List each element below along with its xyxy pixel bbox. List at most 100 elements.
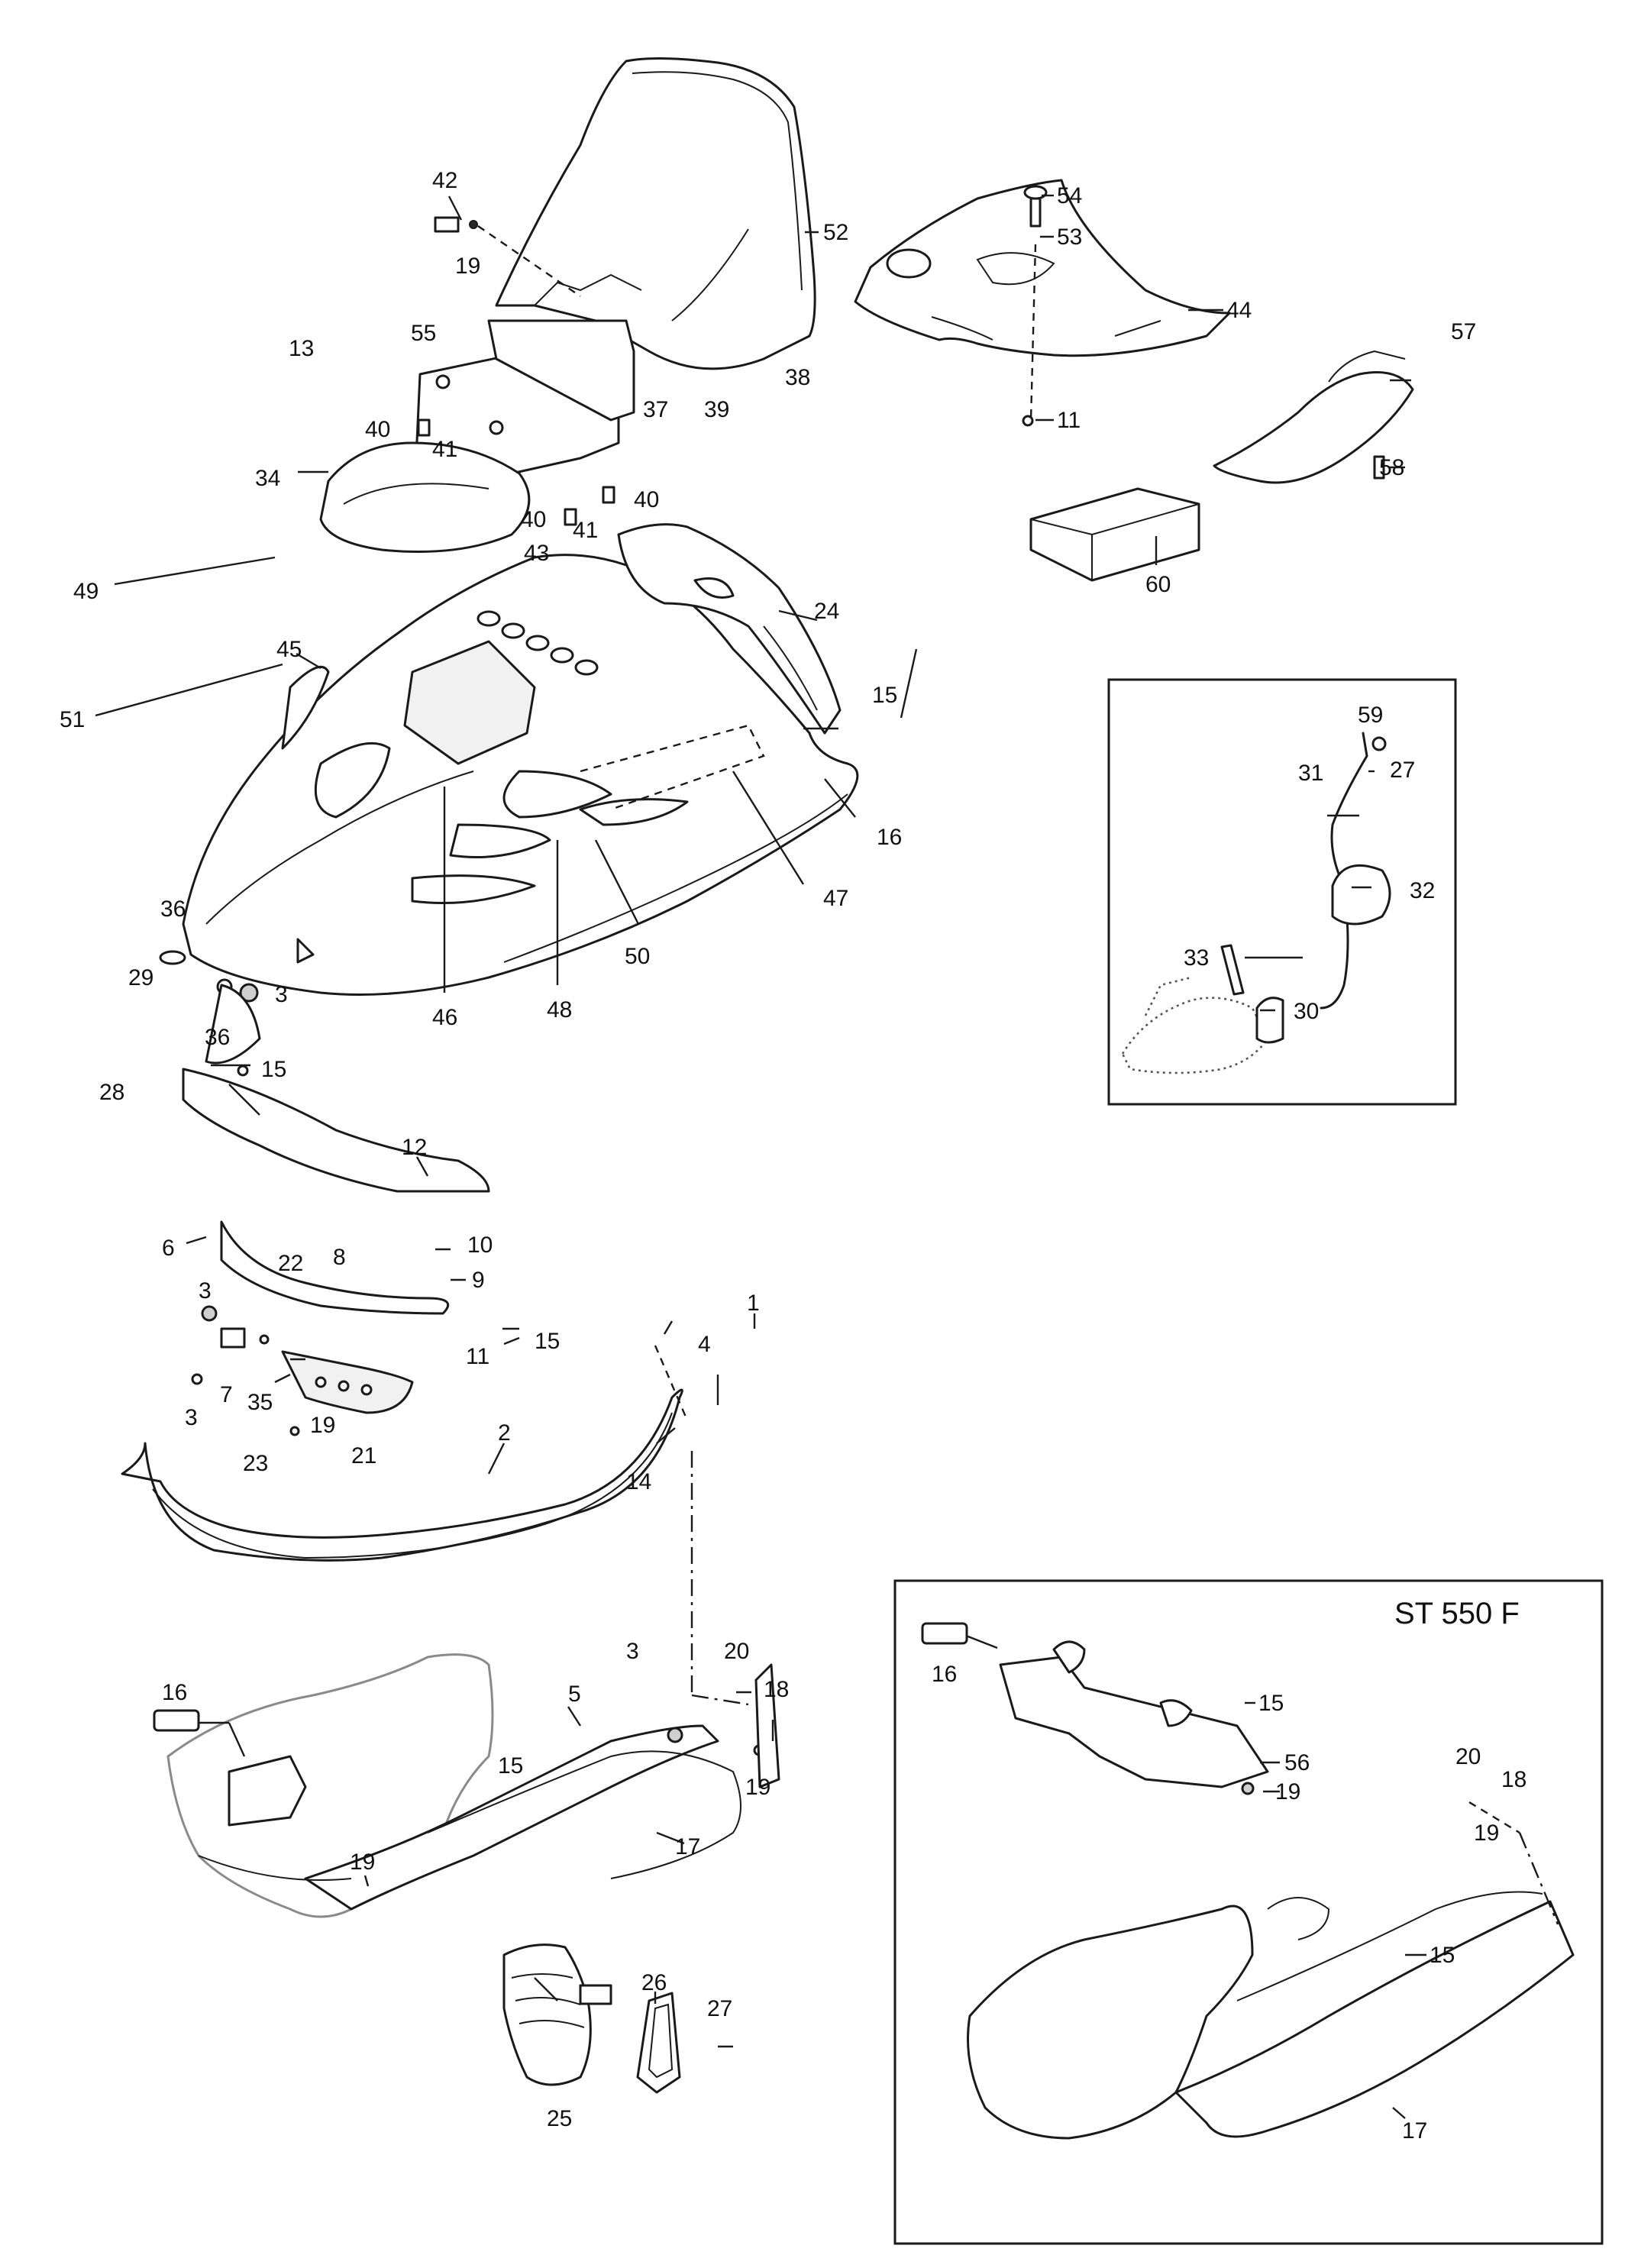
callout-37: 37 [643,397,668,422]
callout-28: 28 [99,1080,124,1105]
callout-19: 19 [455,254,480,279]
callout-30: 30 [1294,999,1319,1024]
callout-numbers: 42 19 52 54 53 44 13 55 37 39 38 11 57 5… [60,168,1526,2144]
inset-title: ST 550 F [1394,1597,1520,1630]
callout-11: 11 [466,1344,489,1369]
callout-18: 18 [1501,1767,1526,1792]
callout-11: 11 [1057,408,1081,433]
callout-13: 13 [289,336,314,361]
callout-6: 6 [162,1236,175,1261]
callout-40: 40 [521,507,546,532]
callout-4: 4 [698,1332,711,1357]
callout-45: 45 [276,637,302,662]
callout-48: 48 [547,997,572,1023]
callout-32: 32 [1410,878,1435,903]
callout-8: 8 [333,1245,346,1270]
callout-17: 17 [675,1834,700,1859]
bumper-rail [182,1068,490,1315]
callout-19: 19 [1474,1821,1499,1846]
callout-12: 12 [402,1135,427,1160]
callout-2: 2 [498,1420,511,1446]
callout-50: 50 [625,944,650,969]
callout-40: 40 [365,417,390,442]
callout-35: 35 [247,1390,273,1415]
callout-38: 38 [785,365,810,390]
callout-43: 43 [524,541,549,566]
callout-16: 16 [162,1680,187,1705]
callout-17: 17 [1402,2118,1427,2144]
callout-20: 20 [1455,1744,1481,1769]
leader-lines [95,194,1559,2119]
callout-19: 19 [1275,1779,1300,1804]
callout-52: 52 [823,220,848,245]
callout-36: 36 [160,897,186,922]
callout-56: 56 [1284,1750,1310,1775]
air-deflector [1213,350,1414,484]
callout-27: 27 [1390,758,1415,783]
callout-24: 24 [814,599,839,624]
callout-19: 19 [745,1775,771,1800]
callout-19: 19 [350,1850,375,1875]
callout-15: 15 [498,1753,523,1779]
callout-41: 41 [573,518,598,543]
fasteners [159,185,1385,1795]
callout-51: 51 [60,707,85,732]
decal-label-box [153,1709,200,1732]
callout-54: 54 [1057,183,1082,208]
callout-16: 16 [932,1662,957,1687]
belly-pan [166,1653,741,1918]
callout-5: 5 [568,1682,581,1707]
callout-3: 3 [185,1405,198,1430]
callout-36: 36 [205,1025,230,1050]
callout-3: 3 [626,1639,639,1664]
side-panel [617,523,842,735]
crossmember [281,1350,414,1414]
inset-hood-cable [1107,678,1457,1106]
callout-57: 57 [1451,319,1476,344]
callout-42: 42 [432,168,457,193]
callout-22: 22 [278,1251,303,1276]
front-bumper [121,1388,683,1562]
callout-15: 15 [1258,1691,1284,1716]
callout-60: 60 [1145,572,1171,597]
callout-49: 49 [73,579,99,604]
callout-16: 16 [877,825,902,850]
callout-27: 27 [707,1996,732,2021]
callout-47: 47 [823,886,848,911]
callout-10: 10 [467,1233,493,1258]
hood-body [182,554,859,996]
steering-boot [502,1943,612,2086]
callout-58: 58 [1379,455,1404,480]
callout-55: 55 [411,321,436,346]
callout-19: 19 [310,1413,335,1438]
callout-46: 46 [432,1005,457,1030]
callout-14: 14 [626,1469,651,1494]
gasket-plate [636,1992,681,2094]
callout-40: 40 [634,487,659,512]
callout-18: 18 [764,1677,789,1702]
callout-1: 1 [747,1291,760,1316]
callout-20: 20 [724,1639,749,1664]
callout-3: 3 [199,1278,212,1304]
callout-23: 23 [243,1451,268,1476]
callout-31: 31 [1298,761,1323,786]
callout-41: 41 [432,437,457,462]
callout-29: 29 [128,965,153,990]
callout-21: 21 [351,1443,376,1468]
inset-st550f [893,1579,1604,2245]
callout-15: 15 [1430,1943,1455,1968]
console-and-pads [319,319,635,553]
callout-3: 3 [275,982,288,1007]
callout-39: 39 [704,397,729,422]
callout-15: 15 [872,683,897,708]
callout-44: 44 [1226,298,1252,323]
callout-26: 26 [641,1970,667,1995]
intake-holes [477,610,599,676]
callout-7: 7 [220,1382,233,1407]
foam-pad [1029,487,1200,582]
callout-34: 34 [255,466,280,491]
callout-53: 53 [1057,225,1082,250]
windshield [495,57,816,370]
callout-9: 9 [472,1268,485,1293]
